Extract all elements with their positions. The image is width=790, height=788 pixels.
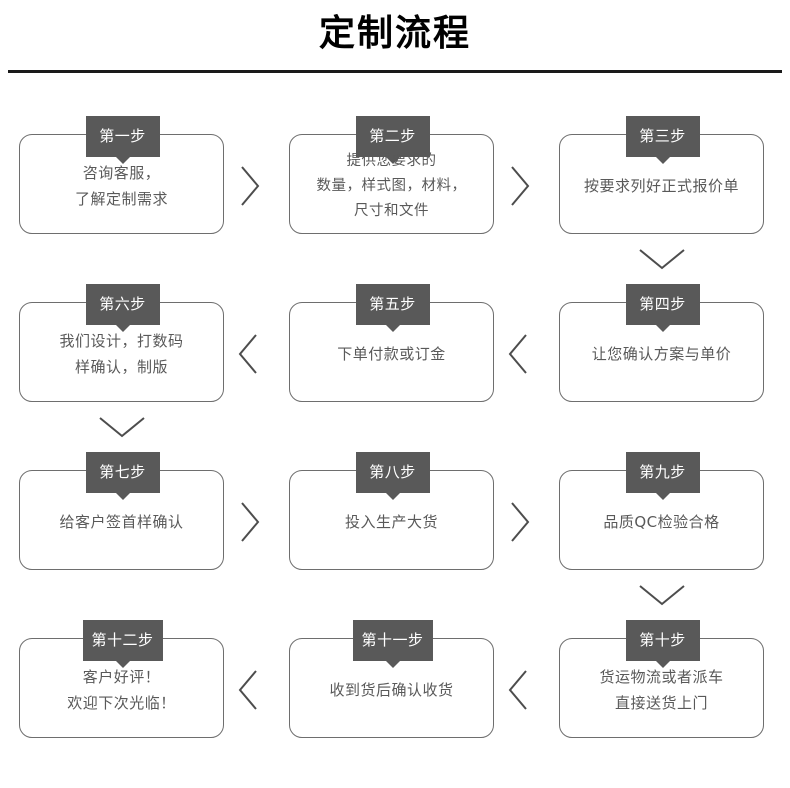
- step-card-body-3: 按要求列好正式报价单: [559, 134, 764, 234]
- step-card-body-6: 我们设计，打数码 样确认，制版: [19, 302, 224, 402]
- step-card-5[interactable]: 第五步 下单付款或订金: [289, 284, 496, 404]
- badge-tail-icon: [655, 493, 670, 500]
- badge-tail-icon: [115, 325, 130, 332]
- step-badge-8: 第八步: [355, 452, 430, 500]
- step-card-7[interactable]: 第七步 给客户签首样确认: [19, 452, 226, 572]
- badge-tail-icon: [115, 493, 130, 500]
- step-text-line: 货运物流或者派车: [599, 668, 724, 686]
- step-badge-5: 第五步: [355, 284, 430, 332]
- step-card-9[interactable]: 第九步 品质QC检验合格: [559, 452, 766, 572]
- step-card-4[interactable]: 第四步 让您确认方案与单价: [559, 284, 766, 404]
- step-text-line: 按要求列好正式报价单: [583, 177, 739, 195]
- step-text-line: 投入生产大货: [344, 513, 438, 531]
- step-card-3[interactable]: 第三步 按要求列好正式报价单: [559, 116, 766, 236]
- badge-tail-icon: [385, 157, 400, 164]
- step-badge-label: 第十二步: [91, 631, 154, 649]
- step-badge-label: 第九步: [639, 463, 686, 481]
- step-text-line: 客户好评！: [82, 668, 161, 686]
- step-card-11[interactable]: 第十一步 收到货后确认收货: [289, 620, 496, 740]
- step-badge-label: 第十一步: [361, 631, 424, 649]
- step-card-10[interactable]: 第十步 货运物流或者派车 直接送货上门: [559, 620, 766, 740]
- step-card-body-2: 提供您要求的 数量，样式图，材料， 尺寸和文件: [289, 134, 494, 234]
- customization-process-flowchart: 定制流程 第一步 咨询客服， 了解定制需求: [0, 0, 790, 754]
- step-badge-label: 第四步: [639, 295, 686, 313]
- step-text-line: 数量，样式图，材料，: [316, 177, 467, 194]
- step-badge-3: 第三步: [625, 116, 700, 164]
- step-card-body-7: 给客户签首样确认: [19, 470, 224, 570]
- badge-tail-icon: [655, 157, 670, 164]
- step-text-line: 我们设计，打数码: [59, 332, 184, 350]
- step-badge-label: 第一步: [99, 127, 146, 145]
- page-header: 定制流程: [0, 0, 790, 78]
- step-badge-2: 第二步: [355, 116, 430, 164]
- step-badge-7: 第七步: [85, 452, 160, 500]
- badge-tail-icon: [385, 325, 400, 332]
- chevron-down-icon: [92, 410, 152, 444]
- step-text-line: 咨询客服，: [82, 164, 161, 182]
- step-card-body-8: 投入生产大货: [289, 470, 494, 570]
- step-badge-label: 第十步: [639, 631, 686, 649]
- step-text-line: 收到货后确认收货: [329, 681, 454, 699]
- step-badge-11: 第十一步: [352, 620, 433, 668]
- flow-grid: 第一步 咨询客服， 了解定制需求 第二步: [0, 78, 790, 754]
- step-card-body-12: 客户好评！ 欢迎下次光临！: [19, 638, 224, 738]
- step-badge-4: 第四步: [625, 284, 700, 332]
- step-text-line: 品质QC检验合格: [603, 513, 720, 531]
- step-card-12[interactable]: 第十二步 客户好评！ 欢迎下次光临！: [19, 620, 226, 740]
- flow-row-4: 第十二步 客户好评！ 欢迎下次光临！ 第十一步: [0, 620, 790, 788]
- badge-tail-icon: [385, 493, 400, 500]
- step-text-line: 尺寸和文件: [354, 202, 429, 219]
- step-badge-label: 第二步: [369, 127, 416, 145]
- step-badge-label: 第五步: [369, 295, 416, 313]
- chevron-left-icon: [232, 664, 266, 716]
- step-text-line: 下单付款或订金: [337, 345, 446, 363]
- badge-tail-icon: [115, 661, 130, 668]
- chevron-right-icon: [232, 160, 266, 212]
- chevron-right-icon: [232, 496, 266, 548]
- step-badge-label: 第三步: [639, 127, 686, 145]
- step-badge-10: 第十步: [625, 620, 700, 668]
- step-text-line: 样确认，制版: [74, 358, 168, 376]
- step-badge-label: 第六步: [99, 295, 146, 313]
- step-badge-1: 第一步: [85, 116, 160, 164]
- step-badge-6: 第六步: [85, 284, 160, 332]
- badge-tail-icon: [655, 325, 670, 332]
- step-text-line: 了解定制需求: [74, 190, 168, 208]
- step-card-body-9: 品质QC检验合格: [559, 470, 764, 570]
- flow-row-3: 第七步 给客户签首样确认 第八步 投入生产大货: [0, 452, 790, 620]
- badge-tail-icon: [385, 661, 400, 668]
- page-title: 定制流程: [318, 13, 471, 54]
- chevron-right-icon: [502, 160, 536, 212]
- chevron-left-icon: [232, 328, 266, 380]
- step-text-line: 直接送货上门: [614, 694, 708, 712]
- step-badge-label: 第八步: [369, 463, 416, 481]
- step-badge-12: 第十二步: [82, 620, 163, 668]
- badge-tail-icon: [115, 157, 130, 164]
- step-badge-label: 第七步: [99, 463, 146, 481]
- step-card-8[interactable]: 第八步 投入生产大货: [289, 452, 496, 572]
- step-badge-9: 第九步: [625, 452, 700, 500]
- step-text-line: 提供您要求的: [346, 152, 437, 169]
- flow-row-2: 第六步 我们设计，打数码 样确认，制版 第五步: [0, 284, 790, 452]
- badge-tail-icon: [655, 661, 670, 668]
- step-text-line: 欢迎下次光临！: [67, 694, 176, 712]
- chevron-left-icon: [502, 664, 536, 716]
- chevron-down-icon: [632, 242, 692, 276]
- chevron-right-icon: [502, 496, 536, 548]
- step-text-line: 给客户签首样确认: [59, 513, 184, 531]
- step-card-1[interactable]: 第一步 咨询客服， 了解定制需求: [19, 116, 226, 236]
- step-card-6[interactable]: 第六步 我们设计，打数码 样确认，制版: [19, 284, 226, 404]
- flow-row-1: 第一步 咨询客服， 了解定制需求 第二步: [0, 116, 790, 284]
- chevron-left-icon: [502, 328, 536, 380]
- step-card-body-1: 咨询客服， 了解定制需求: [19, 134, 224, 234]
- step-card-body-11: 收到货后确认收货: [289, 638, 494, 738]
- step-text-line: 让您确认方案与单价: [591, 345, 732, 363]
- step-card-2[interactable]: 第二步 提供您要求的 数量，样式图，材料， 尺寸和文件: [289, 116, 496, 236]
- step-card-body-4: 让您确认方案与单价: [559, 302, 764, 402]
- step-card-body-10: 货运物流或者派车 直接送货上门: [559, 638, 764, 738]
- title-divider: [8, 70, 782, 73]
- step-card-body-5: 下单付款或订金: [289, 302, 494, 402]
- chevron-down-icon: [632, 578, 692, 612]
